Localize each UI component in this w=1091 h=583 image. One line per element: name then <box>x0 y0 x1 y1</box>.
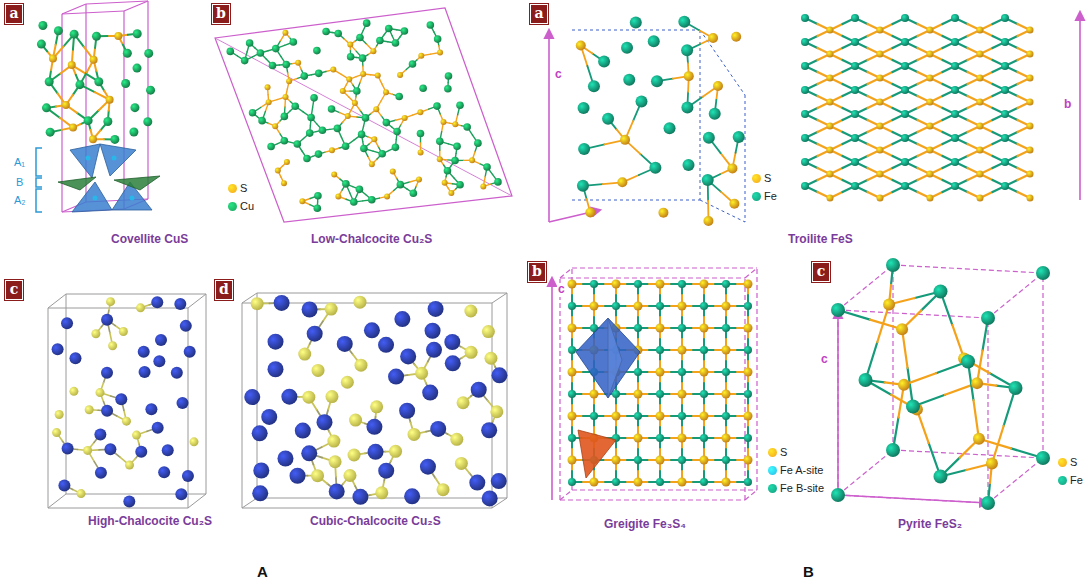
legend-swatch <box>228 202 237 211</box>
structure-caption: Pyrite FeS₂ <box>898 518 962 532</box>
layer-label: A₂ <box>14 194 26 207</box>
legend-text: Cu <box>240 200 254 212</box>
structure-caption: Greigite Fe₃S₄ <box>604 518 686 532</box>
legend-text: S <box>780 446 787 458</box>
axis-label: c <box>554 68 563 82</box>
structure-caption: Low-Chalcocite Cu₂S <box>311 233 432 247</box>
legend-item: Fe <box>752 190 777 202</box>
legend-text: Fe <box>1070 474 1083 486</box>
legend-swatch <box>752 174 761 183</box>
legend-text: Fe A-site <box>780 464 823 476</box>
legend-swatch <box>1058 476 1067 485</box>
legend-swatch <box>752 192 761 201</box>
panel-letter-box: b <box>528 262 546 282</box>
structure-caption: Cubic-Chalcocite Cu₂S <box>310 515 441 529</box>
legend-item: S <box>228 182 247 194</box>
panel-letter-box: c <box>812 262 830 282</box>
panel-letter: a <box>6 6 22 21</box>
legend-text: S <box>1070 456 1077 468</box>
legend-item: Cu <box>228 200 254 212</box>
legend-item: Fe <box>1058 474 1083 486</box>
legend-swatch <box>768 484 777 493</box>
panel-letter: b <box>213 6 229 21</box>
legend-item: Fe B-site <box>768 482 824 494</box>
panel-letter-box: c <box>5 280 23 300</box>
part-label: A <box>257 563 268 580</box>
axis-label: b <box>1063 98 1072 112</box>
legend-swatch <box>768 448 777 457</box>
layer-label: B <box>16 176 23 189</box>
structure-caption: Troilite FeS <box>788 233 853 247</box>
panel-letter-box: a <box>5 4 23 24</box>
panel-letter: c <box>6 282 22 297</box>
structure-caption: High-Chalcocite Cu₂S <box>88 515 212 529</box>
panel-letter: d <box>216 282 232 297</box>
layer-label: A₁ <box>14 156 25 169</box>
legend-text: S <box>764 172 771 184</box>
panel-letter-box: d <box>215 280 233 300</box>
legend-text: Fe <box>764 190 777 202</box>
legend-item: S <box>768 446 787 458</box>
legend-text: S <box>240 182 247 194</box>
panel-letter: c <box>813 264 829 279</box>
legend-item: Fe A-site <box>768 464 823 476</box>
axis-label: c <box>557 283 566 297</box>
panel-letter: b <box>529 264 545 279</box>
legend-swatch <box>1058 458 1067 467</box>
part-label: B <box>803 563 814 580</box>
panel-letter: a <box>531 6 547 21</box>
panel-letter-box: a <box>530 4 548 24</box>
legend-item: S <box>1058 456 1077 468</box>
panel-letter-box: b <box>212 4 230 24</box>
structure-caption: Covellite CuS <box>111 233 188 247</box>
axis-label: c <box>820 353 829 367</box>
legend-item: S <box>752 172 771 184</box>
legend-swatch <box>768 466 777 475</box>
legend-text: Fe B-site <box>780 482 824 494</box>
legend-swatch <box>228 184 237 193</box>
